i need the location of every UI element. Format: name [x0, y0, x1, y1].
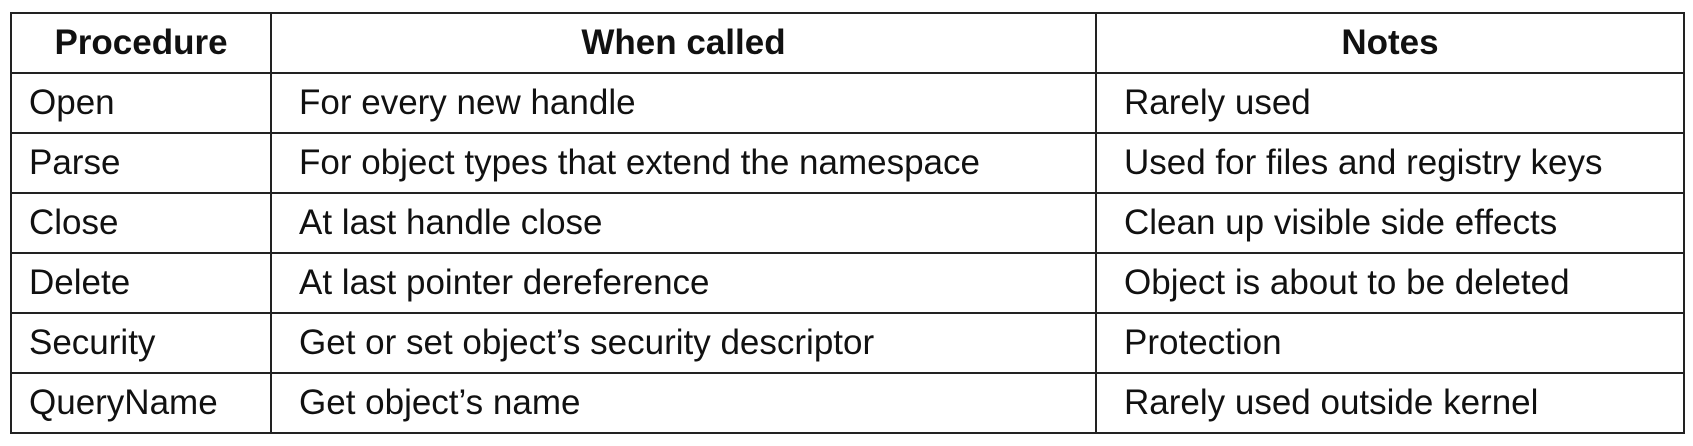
- when-called-cell: For every new handle: [270, 72, 1097, 134]
- procedure-cell: Delete: [10, 252, 272, 314]
- procedure-cell: Parse: [10, 132, 272, 194]
- procedure-cell: Close: [10, 192, 272, 254]
- when-called-cell: Get or set object’s security descriptor: [270, 312, 1097, 374]
- when-called-cell: For object types that extend the namespa…: [270, 132, 1097, 194]
- header-notes: Notes: [1095, 12, 1685, 74]
- when-called-cell: Get object’s name: [270, 372, 1097, 434]
- notes-cell: Clean up visible side effects: [1095, 192, 1685, 254]
- notes-cell: Used for files and registry keys: [1095, 132, 1685, 194]
- header-when-called: When called: [270, 12, 1097, 74]
- procedure-cell: Security: [10, 312, 272, 374]
- header-row: Procedure When called Notes: [10, 12, 1685, 74]
- table-row: Delete At last pointer dereference Objec…: [10, 252, 1685, 314]
- table-body: Open For every new handle Rarely used Pa…: [10, 72, 1685, 434]
- table-row: Security Get or set object’s security de…: [10, 312, 1685, 374]
- header-procedure: Procedure: [10, 12, 272, 74]
- table-header: Procedure When called Notes: [10, 12, 1685, 74]
- when-called-cell: At last handle close: [270, 192, 1097, 254]
- table-row: Parse For object types that extend the n…: [10, 132, 1685, 194]
- table-row: QueryName Get object’s name Rarely used …: [10, 372, 1685, 434]
- procedure-cell: QueryName: [10, 372, 272, 434]
- procedure-cell: Open: [10, 72, 272, 134]
- notes-cell: Protection: [1095, 312, 1685, 374]
- table-row: Close At last handle close Clean up visi…: [10, 192, 1685, 254]
- notes-cell: Object is about to be deleted: [1095, 252, 1685, 314]
- procedure-table: Procedure When called Notes Open For eve…: [10, 12, 1685, 434]
- when-called-cell: At last pointer dereference: [270, 252, 1097, 314]
- notes-cell: Rarely used outside kernel: [1095, 372, 1685, 434]
- notes-cell: Rarely used: [1095, 72, 1685, 134]
- table-row: Open For every new handle Rarely used: [10, 72, 1685, 134]
